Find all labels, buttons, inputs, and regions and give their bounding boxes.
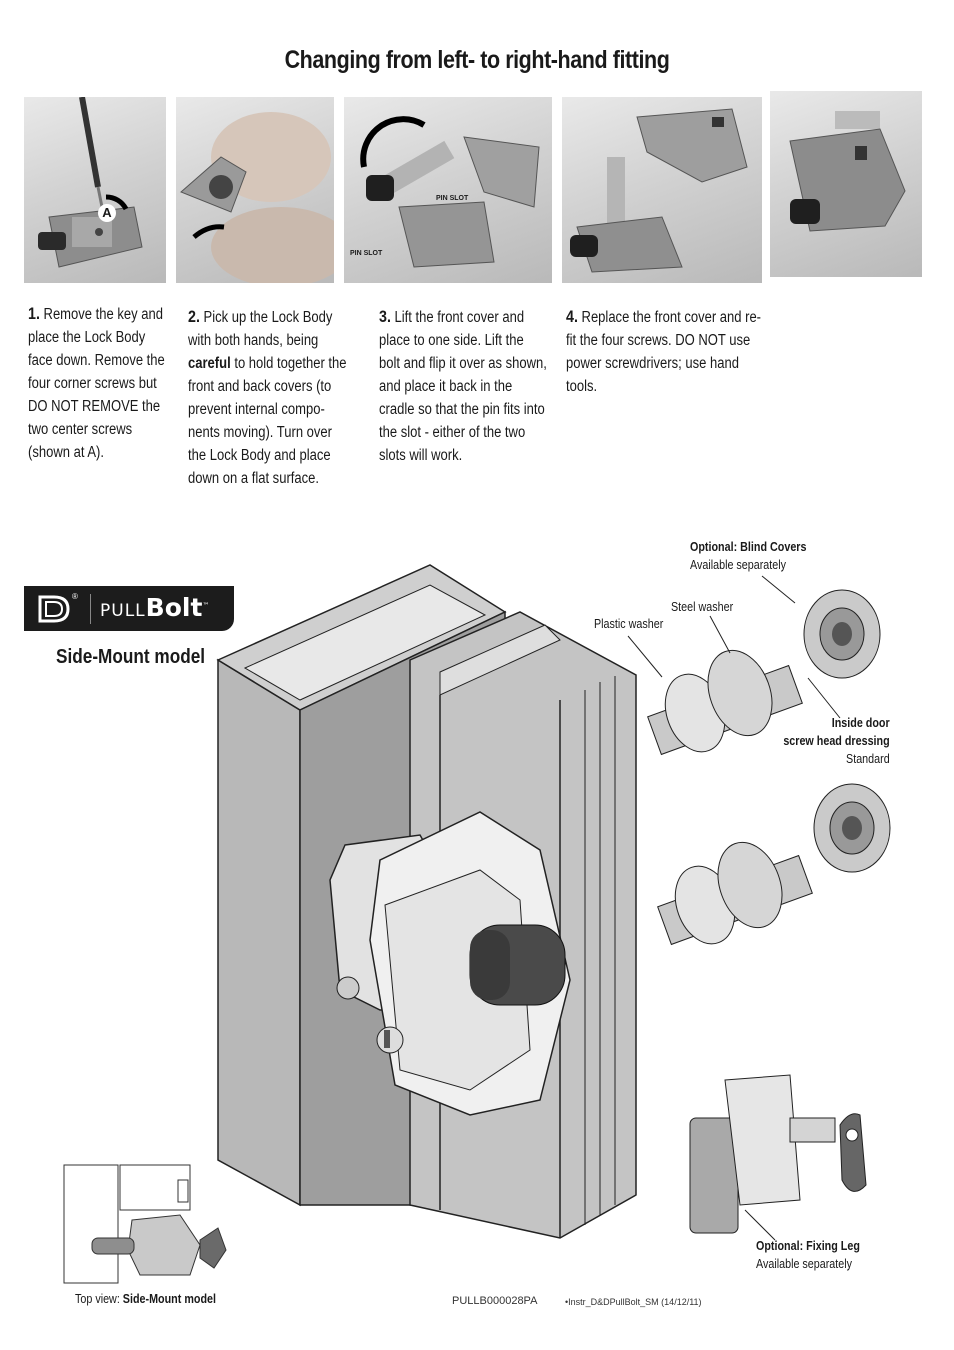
step2-illustration: [180, 112, 334, 283]
step-4-number: 4.: [566, 307, 578, 326]
dd-logo-mark: ®: [32, 592, 91, 624]
step4-result-photo: [770, 91, 922, 277]
step2-photo: [176, 97, 334, 283]
plastic-washer-label: Plastic washer: [594, 617, 664, 631]
blind-covers-title: Optional: Blind Covers: [690, 540, 807, 554]
trademark: ™: [202, 601, 210, 610]
step1-photo: A: [24, 97, 166, 283]
step1-illustration: [38, 97, 143, 268]
fixing-leg-title: Optional: Fixing Leg: [756, 1239, 860, 1253]
step4-illustration: [570, 108, 748, 273]
pullbolt-logo: ® PULLBolt™: [24, 586, 234, 631]
blind-covers-sub: Available separately: [690, 558, 787, 572]
screw-set-blind: [657, 783, 891, 946]
step-4-body: Replace the front cover and re-fit the f…: [566, 309, 762, 395]
step4-result-illustration: [789, 111, 906, 232]
step-2-number: 2.: [188, 307, 200, 326]
top-view-caption: Top view: Side-Mount model: [75, 1290, 216, 1308]
label-a: A: [98, 204, 116, 222]
pin-slot-label-2: PIN SLOT: [350, 250, 383, 257]
step3-illustration: [360, 116, 540, 268]
step-1-number: 1.: [28, 304, 40, 323]
step-2-body-2: to hold together the front and back cove…: [188, 355, 347, 487]
fixing-leg-illustration: [689, 1074, 867, 1234]
step-2-body-1: Pick up the Lock Body with both hands, b…: [188, 309, 333, 349]
inside-door-label: Inside door screw head dressing Standard: [784, 714, 890, 768]
document-reference: •Instr_D&DPullBolt_SM (14/12/11): [565, 1297, 702, 1307]
inside-door-line3: Standard: [846, 752, 890, 766]
step-2-emphasis: careful: [188, 355, 231, 372]
step-3-text: 3. Lift the front cover and place to one…: [379, 305, 547, 467]
inside-door-line1: Inside door: [832, 716, 890, 730]
step-2-text: 2. Pick up the Lock Body with both hands…: [188, 305, 353, 490]
fixing-leg-label: Optional: Fixing Leg Available separatel…: [756, 1237, 860, 1273]
step4-photo: [562, 97, 762, 283]
inside-door-line2: screw head dressing: [783, 734, 890, 748]
brand-name: PULLBolt™: [100, 593, 209, 622]
brand-pull: PULL: [100, 601, 146, 621]
blind-covers-label: Optional: Blind Covers Available separat…: [690, 538, 806, 574]
brand-bolt: Bolt: [145, 593, 203, 622]
top-view-prefix: Top view:: [75, 1292, 120, 1306]
product-code: PULLB000028PA: [452, 1295, 538, 1307]
step3-photo: PIN SLOT PIN SLOT: [344, 97, 552, 283]
steel-washer-label: Steel washer: [671, 600, 734, 614]
step-3-body: Lift the front cover and place to one si…: [379, 309, 547, 464]
fixing-leg-sub: Available separately: [756, 1257, 853, 1271]
top-view-illustration: [63, 1164, 227, 1284]
step-4-text: 4. Replace the front cover and re-fit th…: [566, 305, 764, 398]
step-3-number: 3.: [379, 307, 391, 326]
registered-mark: ®: [72, 592, 78, 601]
pin-slot-label-1: PIN SLOT: [436, 195, 469, 202]
step-1-text: 1. Remove the key and place the Lock Bod…: [28, 302, 172, 464]
page-title: Changing from left- to right-hand fittin…: [284, 46, 670, 74]
top-view-model: Side-Mount model: [122, 1292, 216, 1306]
step-1-body: Remove the key and place the Lock Body f…: [28, 306, 165, 461]
model-heading: Side-Mount model: [56, 646, 206, 668]
